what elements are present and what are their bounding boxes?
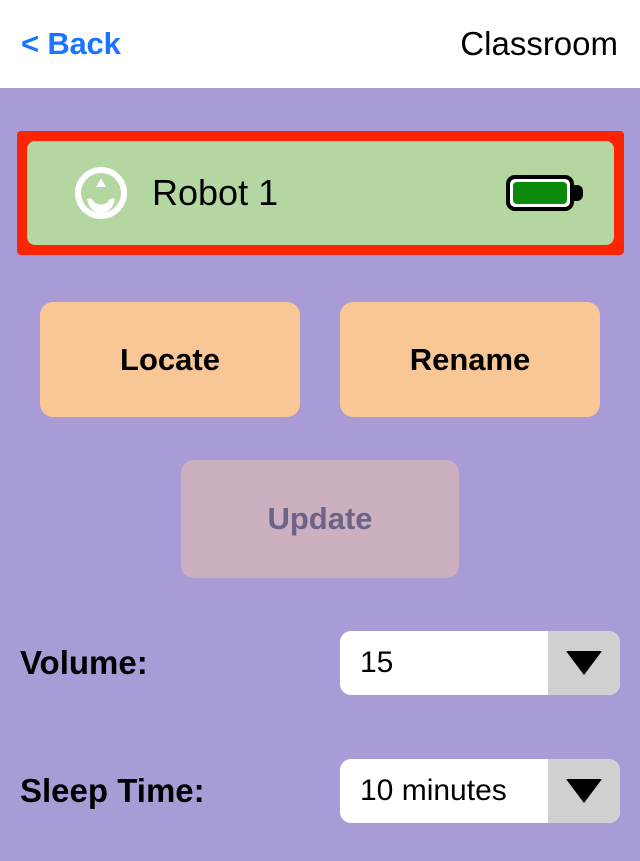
battery-cap xyxy=(572,185,583,201)
battery-body xyxy=(506,175,574,211)
chevron-down-icon xyxy=(566,779,602,803)
chevron-down-icon xyxy=(566,651,602,675)
app-header: < Back Classroom xyxy=(0,0,640,88)
volume-select[interactable]: 15 xyxy=(340,631,620,695)
volume-select-arrow-button[interactable] xyxy=(548,631,620,695)
sleep-time-select-value: 10 minutes xyxy=(360,774,507,807)
volume-select-value: 15 xyxy=(360,646,394,679)
rename-button[interactable]: Rename xyxy=(340,302,600,417)
sleep-time-label: Sleep Time: xyxy=(20,772,205,809)
robot-card-selection-outline[interactable]: Robot 1 xyxy=(17,131,624,255)
robot-name-label: Robot 1 xyxy=(152,172,279,213)
robot-circle-icon xyxy=(73,165,129,221)
volume-label: Volume: xyxy=(20,644,148,681)
content-area: Robot 1 Locate Rename Update Volume: 15 … xyxy=(0,88,640,861)
sleep-time-select-arrow-button[interactable] xyxy=(548,759,620,823)
volume-setting-row: Volume: 15 xyxy=(0,631,640,695)
battery-full-icon xyxy=(506,175,584,211)
locate-button[interactable]: Locate xyxy=(40,302,300,417)
sleep-time-select[interactable]: 10 minutes xyxy=(340,759,620,823)
update-button: Update xyxy=(181,460,459,578)
sleep-time-setting-row: Sleep Time: 10 minutes xyxy=(0,759,640,823)
back-button[interactable]: < Back xyxy=(21,26,121,61)
robot-card[interactable]: Robot 1 xyxy=(27,141,614,245)
battery-fill xyxy=(513,182,567,204)
page-title: Classroom xyxy=(460,25,618,62)
